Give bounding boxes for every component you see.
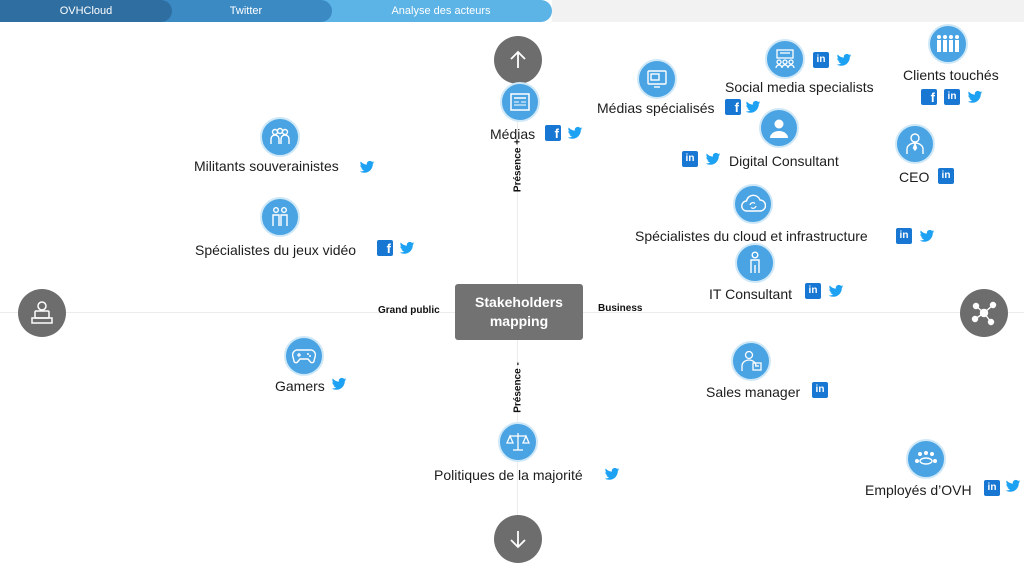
breadcrumb-item-analyse[interactable]: Analyse des acteurs	[310, 0, 552, 22]
node-label-militants: Militants souverainistes	[194, 158, 339, 174]
twitter-icon	[836, 53, 852, 66]
twitter-icon	[359, 160, 375, 173]
business-button[interactable]	[960, 289, 1008, 337]
consultant-icon	[759, 108, 799, 148]
crowd-icon	[928, 24, 968, 64]
facebook-icon: f	[545, 125, 561, 141]
gamepad-icon	[284, 336, 324, 376]
node-label-employes: Employés d’OVH	[865, 482, 972, 498]
linkedin-icon: in	[805, 283, 821, 299]
node-label-cloud: Spécialistes du cloud et infrastructure	[635, 228, 868, 244]
node-label-gamers: Gamers	[275, 378, 325, 394]
node-label-digital-consultant: Digital Consultant	[729, 153, 839, 169]
facebook-icon: f	[921, 89, 937, 105]
group-icon	[260, 117, 300, 157]
team-meeting-icon	[906, 439, 946, 479]
breadcrumb: Analyse des acteurs Twitter OVHCloud	[0, 0, 1024, 22]
person-icon	[735, 243, 775, 283]
newspaper-icon	[500, 82, 540, 122]
grand-public-button[interactable]	[18, 289, 66, 337]
node-label-jeux-video: Spécialistes du jeux vidéo	[195, 242, 357, 258]
breadcrumb-background	[552, 0, 1024, 22]
salesperson-icon	[731, 341, 771, 381]
arrow-down-button[interactable]	[494, 515, 542, 563]
arrow-down-icon	[510, 531, 526, 549]
axis-label-presence-minus: Présence -	[512, 362, 524, 413]
node-label-ceo: CEO	[899, 169, 930, 185]
tablet-icon	[637, 59, 677, 99]
axis-label-business: Business	[598, 303, 643, 314]
node-label-politiques: Politiques de la majorité	[434, 467, 583, 483]
arrow-up-icon	[510, 50, 526, 68]
node-label-medias-specialises: Médias spécialisés	[597, 100, 715, 116]
linkedin-icon: in	[682, 151, 698, 167]
breadcrumb-item-ovhcloud[interactable]: OVHCloud	[0, 0, 172, 22]
twitter-icon	[919, 229, 935, 242]
linkedin-icon: in	[938, 168, 954, 184]
linkedin-icon: in	[984, 480, 1000, 496]
ceo-icon	[895, 124, 935, 164]
network-icon	[971, 301, 997, 326]
facebook-icon: f	[377, 240, 393, 256]
presentation-icon	[765, 39, 805, 79]
scales-icon	[498, 422, 538, 462]
arrow-up-button[interactable]	[494, 36, 542, 84]
twitter-icon	[567, 126, 583, 139]
twitter-icon	[745, 100, 761, 113]
center-title: Stakeholders	[475, 294, 563, 310]
node-label-sales-manager: Sales manager	[706, 384, 801, 400]
axis-label-grand-public: Grand public	[378, 305, 440, 316]
node-label-it-consultant: IT Consultant	[709, 286, 793, 302]
linkedin-icon: in	[944, 89, 960, 105]
node-label-social-media: Social media specialists	[725, 79, 874, 95]
twitter-icon	[828, 284, 844, 297]
linkedin-icon: in	[896, 228, 912, 244]
twitter-icon	[331, 377, 347, 390]
twitter-icon	[967, 90, 983, 103]
two-people-icon	[260, 197, 300, 237]
center-subtitle: mapping	[489, 313, 549, 329]
person-at-desk-icon	[31, 301, 53, 324]
axis-label-presence-plus: Présence +	[512, 138, 524, 193]
linkedin-icon: in	[813, 52, 829, 68]
twitter-icon	[399, 241, 415, 254]
node-label-medias: Médias	[490, 126, 536, 142]
facebook-icon: f	[725, 99, 741, 115]
stakeholders-mapping-box: Stakeholders mapping	[455, 284, 583, 340]
twitter-icon	[705, 152, 721, 165]
node-label-clients: Clients touchés	[903, 67, 999, 83]
linkedin-icon: in	[812, 382, 828, 398]
breadcrumb-item-twitter[interactable]: Twitter	[150, 0, 332, 22]
twitter-icon	[1005, 479, 1021, 492]
twitter-icon	[604, 467, 620, 480]
cloud-sync-icon	[733, 184, 773, 224]
